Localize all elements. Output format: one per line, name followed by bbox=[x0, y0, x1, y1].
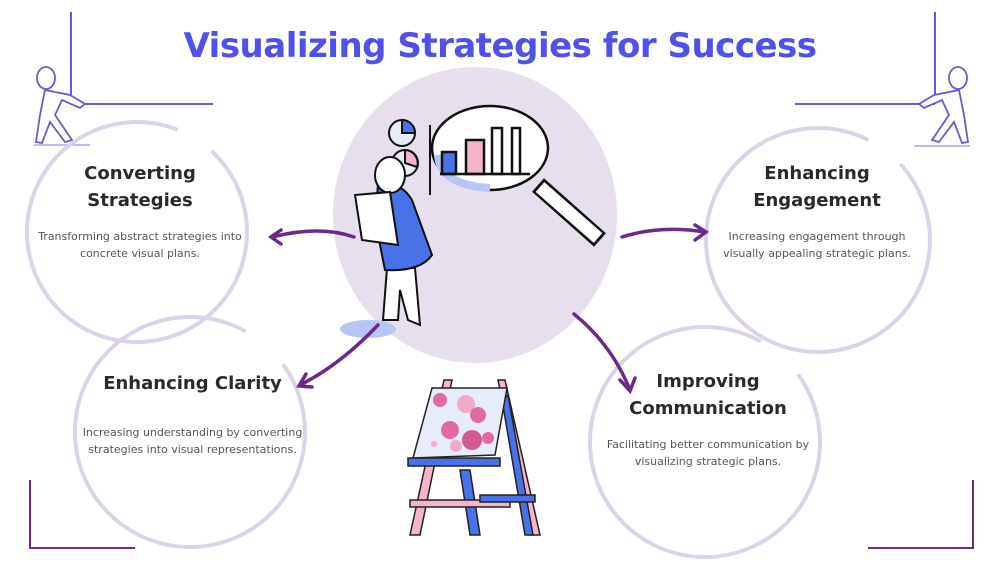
card-heading: Converting Strategies bbox=[84, 163, 196, 211]
arrow-to-converting bbox=[267, 228, 356, 246]
corner-frame-top-right bbox=[795, 12, 936, 105]
corner-frame-bottom-left bbox=[29, 480, 135, 549]
circle-engagement bbox=[704, 126, 932, 354]
card-text: Increasing engagement through visually a… bbox=[723, 230, 911, 260]
card-heading: Improving Communication bbox=[629, 371, 787, 419]
card-enhancing-engagement: Enhancing Engagement Increasing engageme… bbox=[712, 160, 922, 262]
easel-painting-icon bbox=[407, 379, 541, 536]
card-text: Increasing understanding by converting s… bbox=[82, 426, 303, 456]
card-converting-strategies: Converting Strategies Transforming abstr… bbox=[30, 160, 250, 262]
pushing-person-right-icon bbox=[914, 66, 970, 147]
card-heading: Enhancing Engagement bbox=[753, 163, 881, 211]
card-improving-communication: Improving Communication Facilitating bet… bbox=[598, 368, 818, 470]
arrow-to-communication bbox=[572, 312, 637, 395]
circle-communication bbox=[588, 325, 822, 559]
card-text: Transforming abstract strategies into co… bbox=[38, 230, 242, 260]
arrow-to-engagement bbox=[620, 223, 710, 242]
card-enhancing-clarity: Enhancing Clarity Increasing understandi… bbox=[75, 370, 310, 458]
circle-converting bbox=[25, 120, 249, 344]
corner-frame-bottom-right bbox=[868, 480, 974, 549]
corner-frame-top-left bbox=[70, 12, 213, 105]
circle-clarity bbox=[73, 315, 307, 549]
magnifier-chart-icon bbox=[429, 104, 606, 247]
arrow-to-clarity bbox=[296, 323, 380, 389]
person-reading-icon bbox=[340, 156, 434, 338]
card-text: Facilitating better communication by vis… bbox=[606, 438, 810, 468]
pushing-person-left-icon bbox=[34, 66, 90, 146]
page-title: Visualizing Strategies for Success bbox=[183, 26, 817, 66]
card-heading: Enhancing Clarity bbox=[103, 373, 282, 394]
